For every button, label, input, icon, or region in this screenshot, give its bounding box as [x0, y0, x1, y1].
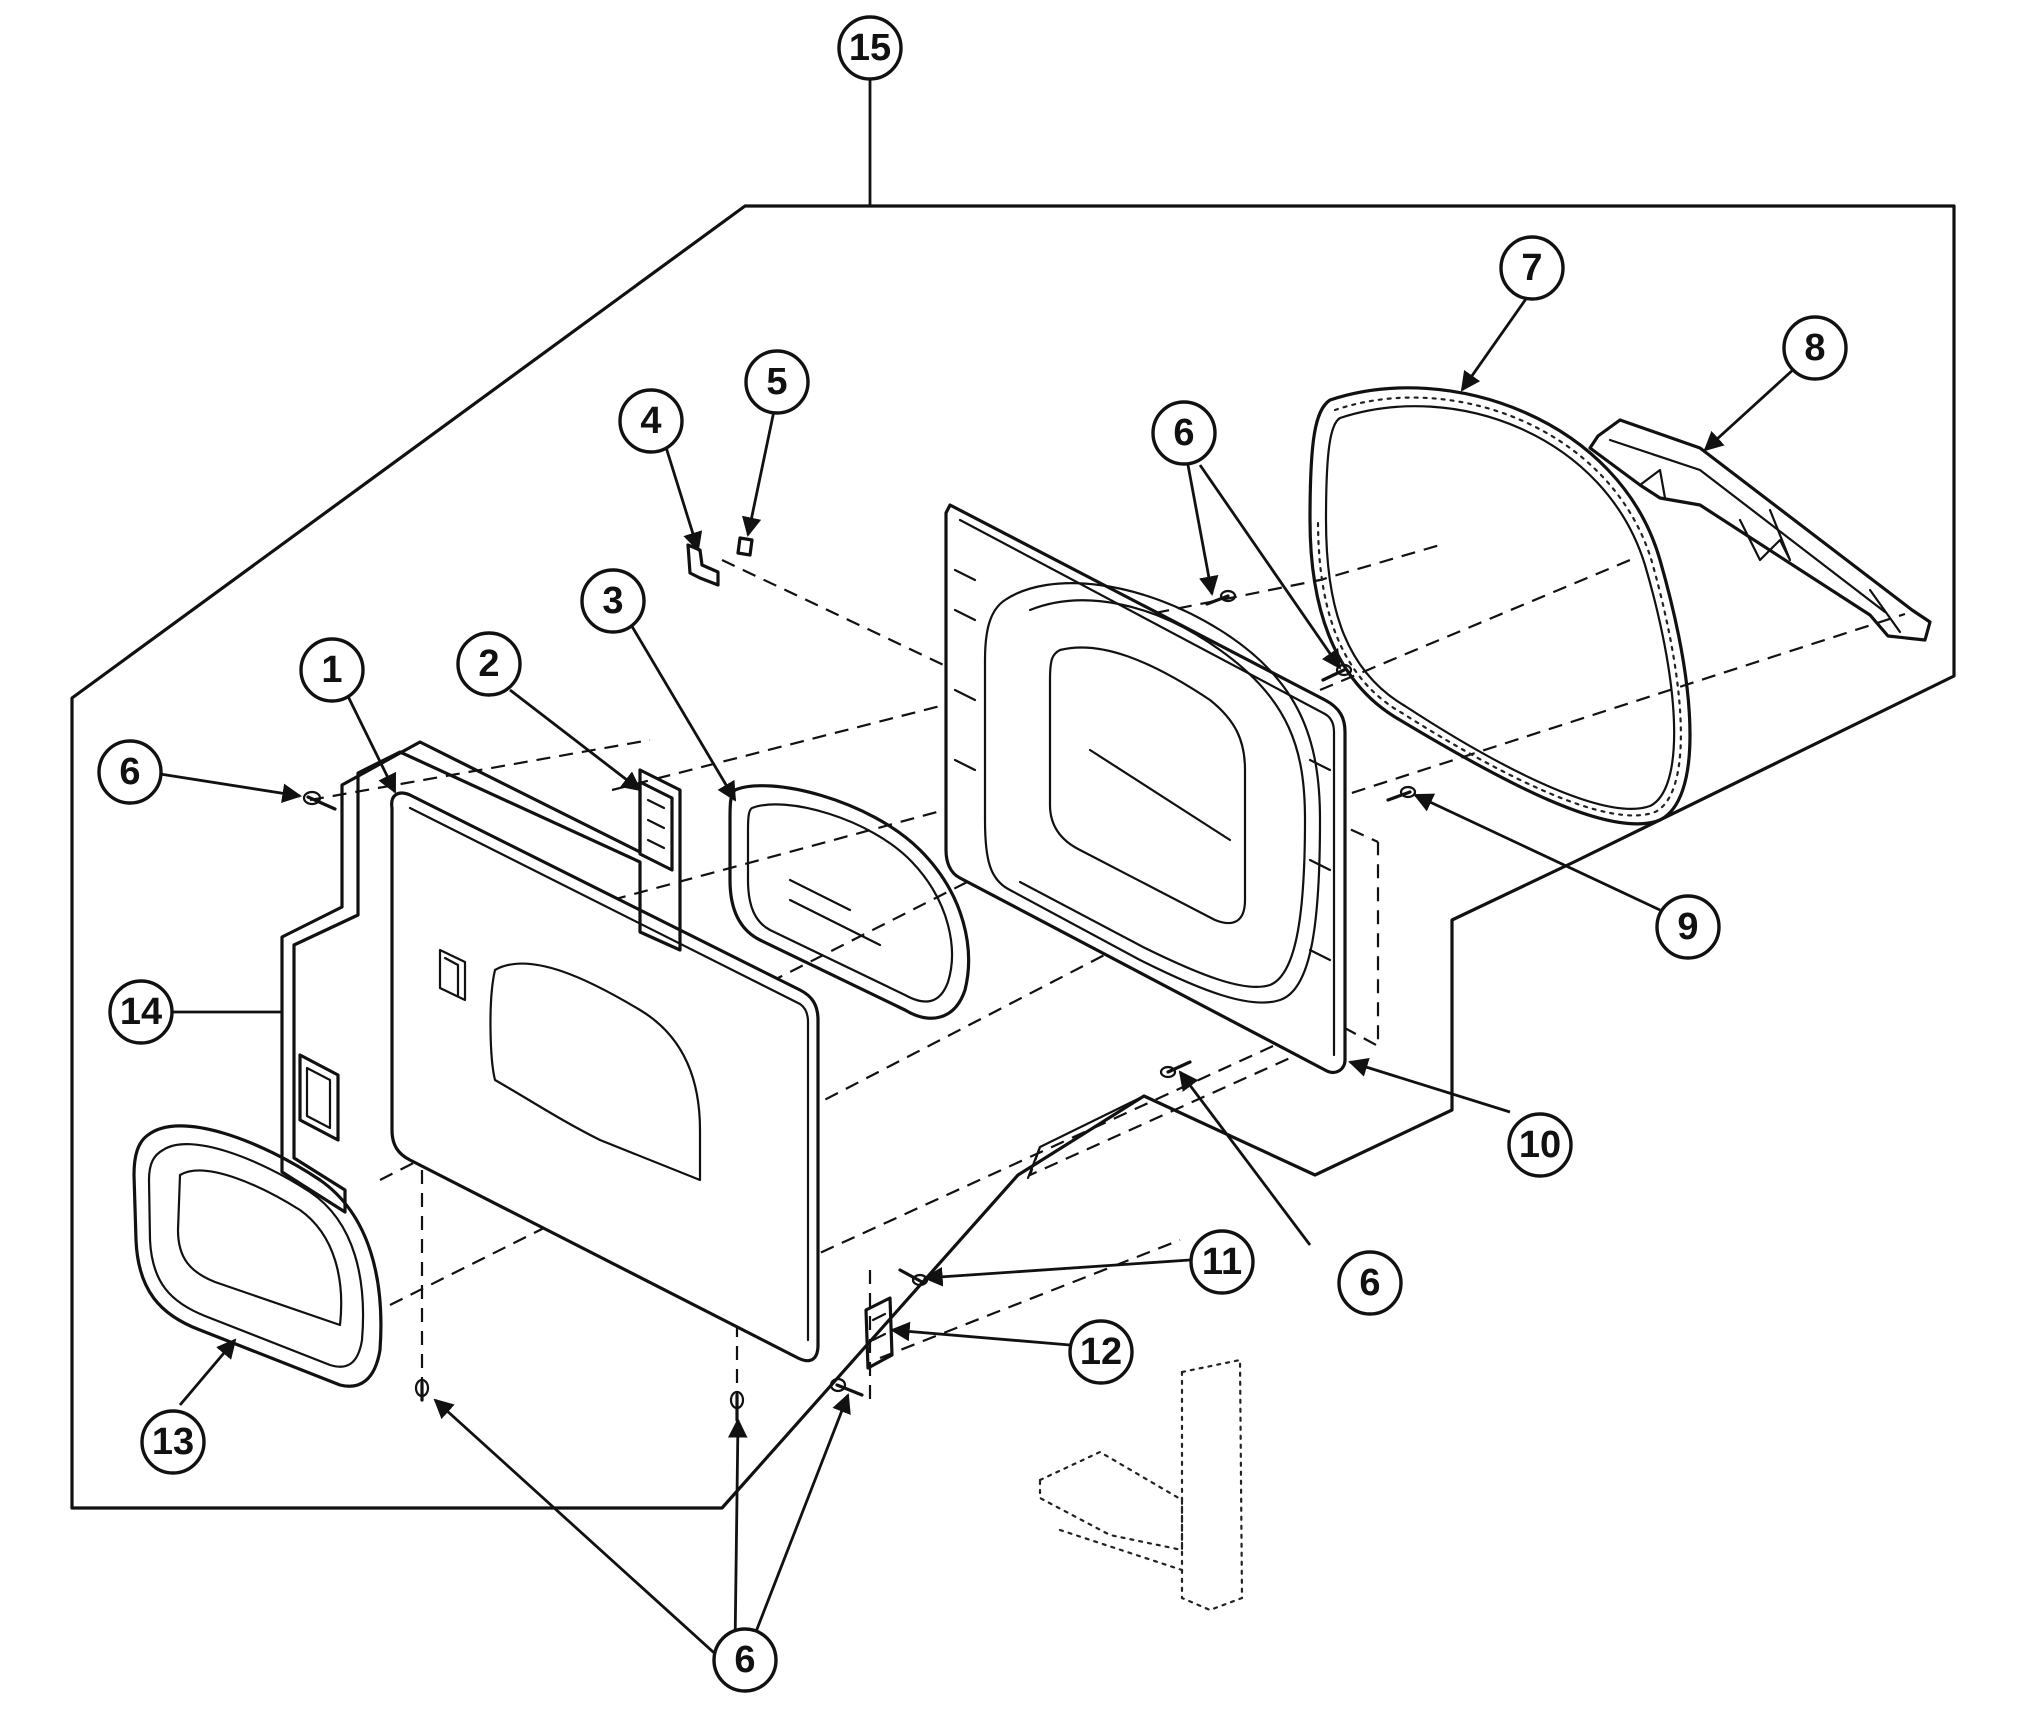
part-12-hinge	[864, 1296, 894, 1370]
part-3-inner-seal	[728, 784, 971, 1020]
screw-11	[898, 1268, 929, 1287]
callout-1-label: 1	[321, 649, 342, 691]
callout-6-left: 6	[97, 739, 163, 805]
callout-6-top-label: 6	[1173, 412, 1194, 454]
part-8-bracket	[1588, 418, 1932, 642]
screw-6-bottom-b	[729, 1390, 745, 1422]
callout-6-bottom: 6	[712, 1627, 778, 1693]
callout-13: 13	[140, 1409, 206, 1475]
callout-15: 15	[837, 15, 903, 81]
callout-6-left-label: 6	[119, 751, 140, 793]
part-2-latch	[638, 780, 674, 872]
callout-5: 5	[744, 349, 810, 415]
part-4-clip	[686, 543, 720, 587]
part-14-handle	[298, 1053, 340, 1142]
callout-6-bottom-label: 6	[734, 1639, 755, 1681]
callout-4-label: 4	[640, 400, 661, 442]
callout-11-label: 11	[1202, 1241, 1242, 1283]
screw-6-bottom-a	[414, 1378, 430, 1402]
screw-6-bottom-c	[829, 1377, 864, 1397]
callout-9-label: 9	[1677, 906, 1698, 948]
callout-4: 4	[618, 388, 684, 454]
callout-6-mid-label: 6	[1359, 1262, 1380, 1304]
callout-8-label: 8	[1804, 327, 1825, 369]
callout-9: 9	[1655, 894, 1721, 960]
leader-lines	[155, 73, 1796, 1662]
callout-2: 2	[456, 631, 522, 697]
screw-9	[1386, 785, 1417, 802]
callout-1: 1	[299, 637, 365, 703]
callout-6-top: 6	[1151, 400, 1217, 466]
part-10-inner-door-panel	[944, 503, 1347, 1074]
callout-10: 10	[1507, 1112, 1573, 1178]
part-7-drum-seal	[1308, 386, 1692, 826]
callout-14: 14	[108, 979, 174, 1045]
callout-5-label: 5	[766, 361, 787, 403]
callout-11: 11	[1189, 1229, 1255, 1295]
callout-3: 3	[580, 568, 646, 634]
callout-7-label: 7	[1521, 247, 1542, 289]
callout-13-label: 13	[152, 1421, 194, 1463]
callout-12-label: 12	[1080, 1331, 1122, 1373]
callout-12: 12	[1068, 1319, 1134, 1385]
assembly-boundary-outline	[70, 204, 1956, 1510]
part-1-gasket-frame	[280, 740, 682, 1214]
callout-10-label: 10	[1519, 1124, 1561, 1166]
callout-3-label: 3	[602, 580, 623, 622]
callout-8: 8	[1782, 315, 1848, 381]
callout-15-label: 15	[849, 27, 891, 69]
screw-6-top-a	[1205, 589, 1237, 606]
cabinet-reference-dotted	[1038, 1358, 1244, 1612]
callout-14-label: 14	[120, 991, 162, 1033]
part-1-outer-door-panel	[390, 791, 820, 1363]
callout-2-label: 2	[478, 643, 499, 685]
screw-6-mid	[1159, 1060, 1192, 1079]
part-13-window-frame	[132, 1124, 383, 1388]
screw-6-left	[302, 790, 337, 811]
callout-6-mid: 6	[1337, 1250, 1403, 1316]
screw-6-top-b	[1321, 663, 1353, 682]
part-5-clip	[736, 536, 754, 557]
callout-7: 7	[1499, 235, 1565, 301]
